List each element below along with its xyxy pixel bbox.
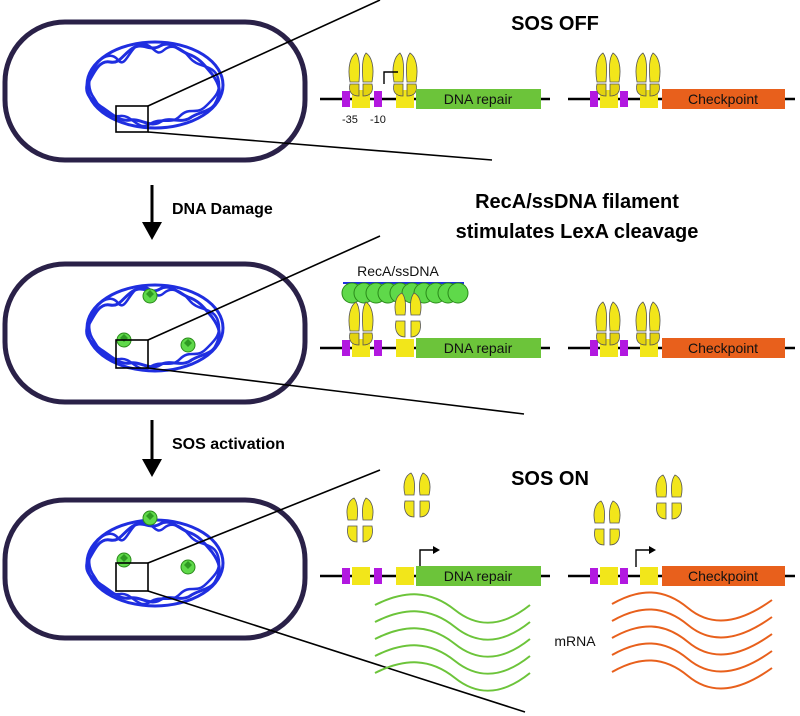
operon-checkpoint: Checkpoint (568, 301, 795, 358)
reca-spot (142, 288, 158, 304)
gene-checkpoint (662, 338, 785, 358)
reca-filament: RecA/ssDNA (341, 263, 469, 304)
reca-spot (116, 552, 132, 568)
step-dna-damage-label: DNA Damage (172, 201, 273, 218)
lexa-dimer (348, 52, 374, 97)
zoom-line-top (147, 0, 381, 107)
operon-repair: DNA repair (320, 292, 550, 358)
mrna-repair (374, 593, 531, 692)
promoter-minus10-box (374, 91, 382, 107)
operon-checkpoint: Checkpoint (568, 52, 795, 109)
reca-ssdna-label: RecA/ssDNA (357, 263, 439, 279)
promoter-minus35-box (342, 91, 350, 107)
step-sos-activation: SOS activation (142, 420, 285, 477)
panel-filament: RecA/ssDNA filament stimulates LexA clea… (2, 191, 795, 415)
lexa-dimer (392, 52, 418, 97)
gene-repair (416, 566, 541, 586)
title-filament-line1: RecA/ssDNA filament (475, 191, 679, 213)
zoom-line-top (147, 469, 381, 564)
step-dna-damage: DNA Damage (142, 185, 273, 240)
gene-repair-label: DNA repair (444, 340, 513, 356)
gene-checkpoint-label: Checkpoint (688, 568, 758, 584)
operon-repair: DNA repair (320, 546, 550, 586)
zoom-box (115, 562, 149, 592)
cell-outline (2, 19, 308, 163)
lexa-dimer (635, 52, 661, 97)
operon-repair: DNA repair -35 -10 (320, 52, 550, 126)
title-sos-off: SOS OFF (511, 13, 599, 35)
gene-checkpoint (662, 89, 785, 109)
title-filament-line2: stimulates LexA cleavage (456, 221, 699, 243)
lexa-cleaved (403, 472, 431, 518)
operon-checkpoint: Checkpoint (568, 546, 795, 586)
gene-repair-label: DNA repair (444, 568, 513, 584)
zoom-box (115, 105, 149, 133)
panel-sos-on: SOS ON DNA repair (2, 468, 795, 713)
gene-repair-label: DNA repair (444, 91, 513, 107)
gene-checkpoint (662, 566, 785, 586)
cell-outline (2, 261, 308, 405)
gene-checkpoint-label: Checkpoint (688, 340, 758, 356)
lexa-cleaved (346, 497, 374, 543)
zoom-line-bottom (147, 367, 525, 415)
gene-checkpoint-label: Checkpoint (688, 91, 758, 107)
gene-repair (416, 338, 541, 358)
zoom-line-top (147, 235, 381, 341)
gene-repair (416, 89, 541, 109)
zoom-line-bottom (147, 131, 493, 161)
reca-spot (180, 559, 196, 575)
minus10-label: -10 (370, 114, 386, 126)
step-sos-activation-label: SOS activation (172, 436, 285, 453)
reca-spot (142, 510, 158, 526)
panel-sos-off: SOS OFF DNA repair -35 -10 Che (2, 0, 795, 163)
mrna-checkpoint (611, 591, 773, 690)
lexa-cleaved (593, 500, 621, 546)
reca-spot (180, 337, 196, 353)
chromosome-helix (85, 40, 225, 130)
lexa-dimer (595, 52, 621, 97)
cell-outline (2, 497, 308, 641)
lexa-cleaved (655, 474, 683, 520)
minus35-label: -35 (342, 114, 358, 126)
zoom-box (115, 339, 149, 369)
zoom-line-bottom (147, 590, 526, 713)
lexa-dimer (635, 301, 661, 346)
lexa-dimer (348, 301, 374, 346)
lexa-dimer (595, 301, 621, 346)
title-sos-on: SOS ON (511, 468, 589, 490)
mrna-label: mRNA (554, 633, 596, 649)
